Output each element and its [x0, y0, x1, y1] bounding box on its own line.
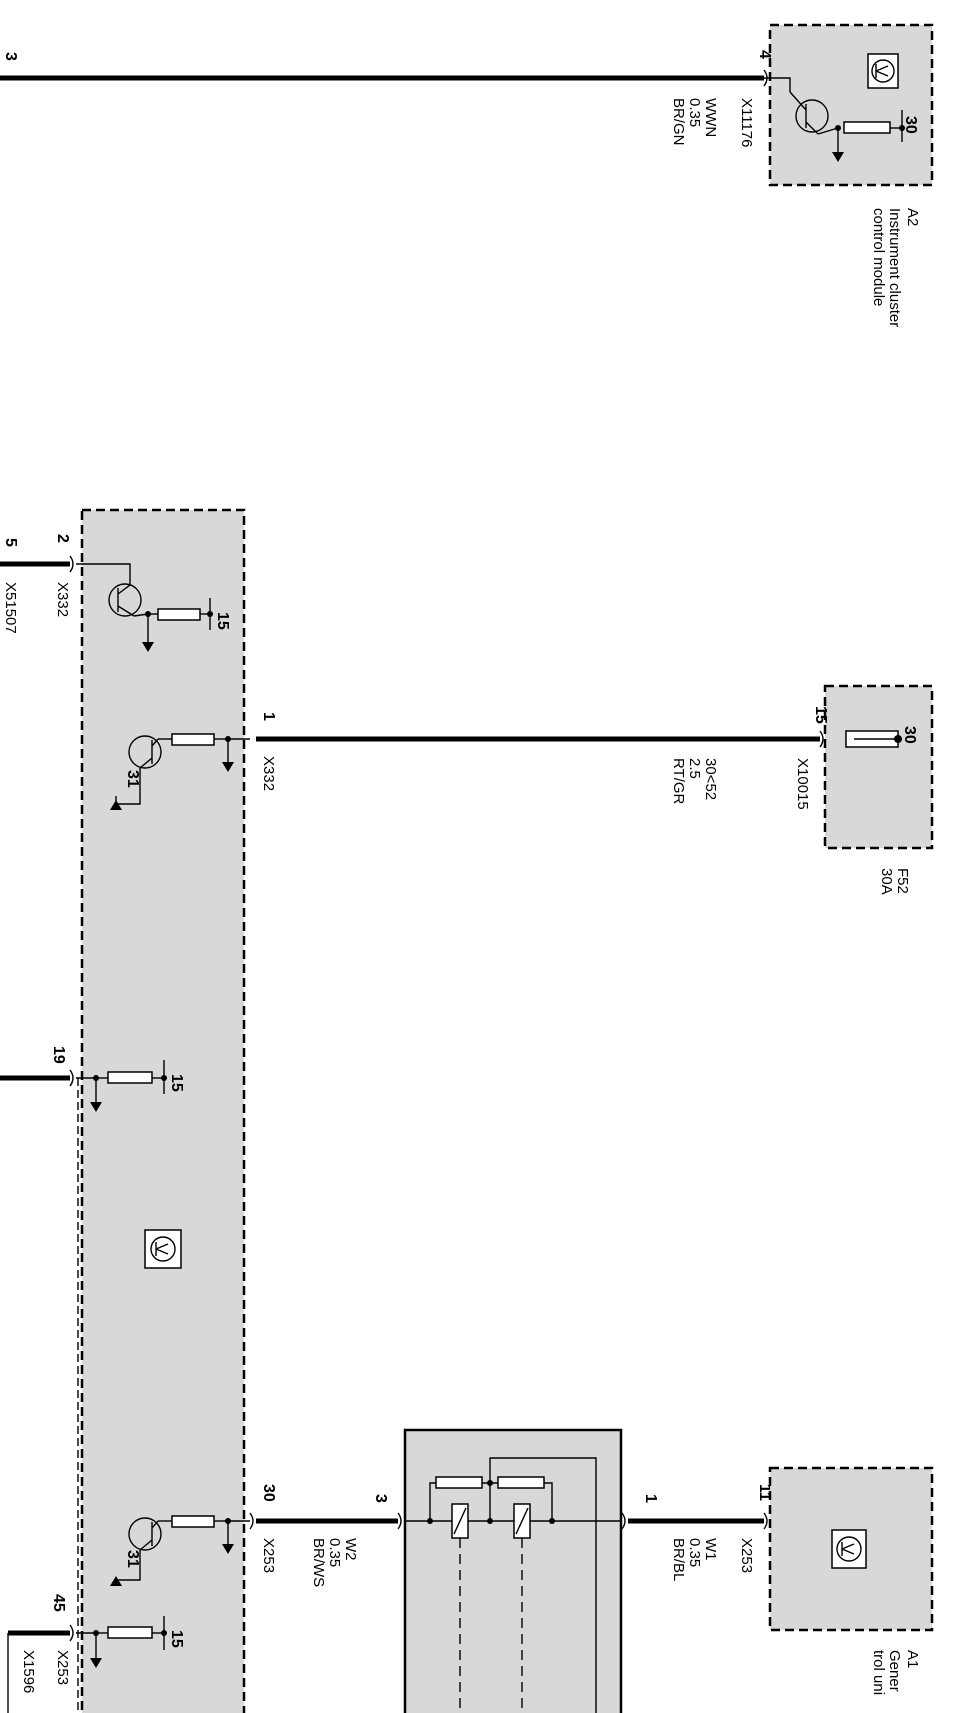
- wire-a2-left-end: 3: [2, 52, 19, 61]
- f52-supply-pin: 30: [901, 726, 918, 744]
- module-a2-name-1: Instrument cluster: [886, 208, 903, 327]
- wire-x332-2: 5 2 X332 X51507: [0, 534, 74, 634]
- transistor-icon: [128, 735, 162, 769]
- center-ground-pin-a: 31: [124, 770, 141, 788]
- resistor-icon: [107, 1071, 153, 1084]
- wire-19-pin: 19: [50, 1046, 67, 1064]
- resistor-icon: [107, 1626, 153, 1639]
- relay-block: [403, 1428, 623, 1713]
- resistor-icon: [157, 608, 201, 621]
- wire-19: 19: [0, 1046, 74, 1087]
- wire-x332-2-pin: 2: [54, 534, 71, 543]
- wire-a2-signal: WWN: [702, 98, 719, 137]
- module-center-box: [80, 508, 246, 1713]
- ground-arrow-icon: [110, 800, 122, 810]
- ground-arrow-icon: [222, 1544, 234, 1554]
- wire-w2-pin-right: 3: [372, 1494, 389, 1503]
- module-a2-id: A2: [904, 208, 921, 226]
- ground-arrow-icon: [832, 152, 844, 162]
- ground-arrow-icon: [142, 642, 154, 652]
- ground-arrow-icon: [90, 1102, 102, 1112]
- wire-x332-2-connector: X332: [54, 582, 71, 617]
- wire-a2-pin: 4: [756, 50, 773, 59]
- wire-w2-signal: W2: [342, 1538, 359, 1561]
- wire-f52-left-connector: X332: [260, 756, 277, 791]
- module-a1-name-2: trol uni: [870, 1650, 887, 1695]
- wire-f52: 15 X10015 30<52 2.5 RT/GR 1 X332: [256, 706, 829, 810]
- ground-arrow-icon: [222, 762, 234, 772]
- fuse-f52-id: F52: [894, 868, 911, 894]
- module-center: 15 31 15 3: [76, 508, 250, 1713]
- wire-a2-connector: X11176: [738, 98, 755, 148]
- wire-f52-right-connector: X10015: [794, 758, 811, 810]
- center-ign-pin-a: 15: [214, 612, 231, 630]
- wire-w1-pin-left: 1: [642, 1494, 659, 1503]
- wire-x332-2-other-connector: X51507: [2, 582, 19, 634]
- wire-a2: 3 4 X11176 WWN 0.35 BR/GN: [0, 50, 773, 148]
- module-a1-id: A1: [904, 1650, 921, 1668]
- wire-w1: 1 W1 0.35 BR/BL 11 X253: [621, 1484, 773, 1581]
- transistor-icon: [108, 583, 142, 617]
- wire-x332-2-left-end: 5: [2, 538, 19, 547]
- fuse-f52-rating: 30A: [878, 868, 895, 895]
- wire-w2-pin-left: 30: [260, 1484, 277, 1502]
- a2-supply-pin: 30: [902, 116, 919, 134]
- wire-f52-color: RT/GR: [670, 758, 687, 805]
- wire-f52-signal: 30<52: [702, 758, 719, 800]
- transistor-icon: [128, 1517, 162, 1551]
- resistor-icon: [843, 121, 891, 134]
- wire-a2-color: BR/GN: [670, 98, 687, 146]
- resistor-icon: [171, 1515, 215, 1528]
- module-a1: A1 Gener trol uni: [768, 1466, 934, 1695]
- module-a2-name-2: control module: [870, 208, 887, 306]
- wire-f52-left-pin: 1: [260, 712, 277, 721]
- resistor-icon: [171, 733, 215, 746]
- center-ign-pin-c: 15: [168, 1630, 185, 1648]
- transistor-icon: [795, 99, 829, 133]
- wire-45-other-connector: X1596: [20, 1650, 37, 1693]
- wire-w2: 30 X253 W2 0.35 BR/WS 3: [249, 1484, 402, 1587]
- wire-f52-right-pin: 15: [812, 706, 829, 724]
- wire-a2-gauge: 0.35: [686, 98, 703, 127]
- relay-block-box: [403, 1428, 623, 1713]
- wire-w2-color: BR/WS: [310, 1538, 327, 1587]
- wire-w2-gauge: 0.35: [326, 1538, 343, 1567]
- wire-45-connector: X253: [54, 1650, 71, 1685]
- ground-arrow-icon: [90, 1658, 102, 1668]
- fuse-f52: 30 F52 30A: [823, 684, 934, 895]
- wire-45-pin: 45: [50, 1594, 67, 1612]
- wire-w2-connector: X253: [260, 1538, 277, 1573]
- fuse-f52-box: [823, 684, 934, 850]
- module-a2-box: [768, 23, 934, 187]
- resistor-icon: [497, 1476, 545, 1489]
- center-ign-pin-b: 15: [168, 1074, 185, 1092]
- resistor-icon: [435, 1476, 483, 1489]
- wire-f52-gauge: 2.5: [686, 758, 703, 779]
- module-a1-name-1: Gener: [886, 1650, 903, 1692]
- wire-w1-gauge: 0.35: [686, 1538, 703, 1567]
- center-ground-pin-b: 31: [124, 1550, 141, 1568]
- wire-w1-color: BR/BL: [670, 1538, 687, 1581]
- wire-w1-signal: W1: [702, 1538, 719, 1561]
- wire-w1-connector: X253: [738, 1538, 755, 1573]
- ground-arrow-icon: [110, 1576, 122, 1586]
- wire-45: 45 X253 X1596: [7, 1594, 74, 1713]
- module-a2: 30 A2 Instrument cluster control module: [764, 23, 934, 327]
